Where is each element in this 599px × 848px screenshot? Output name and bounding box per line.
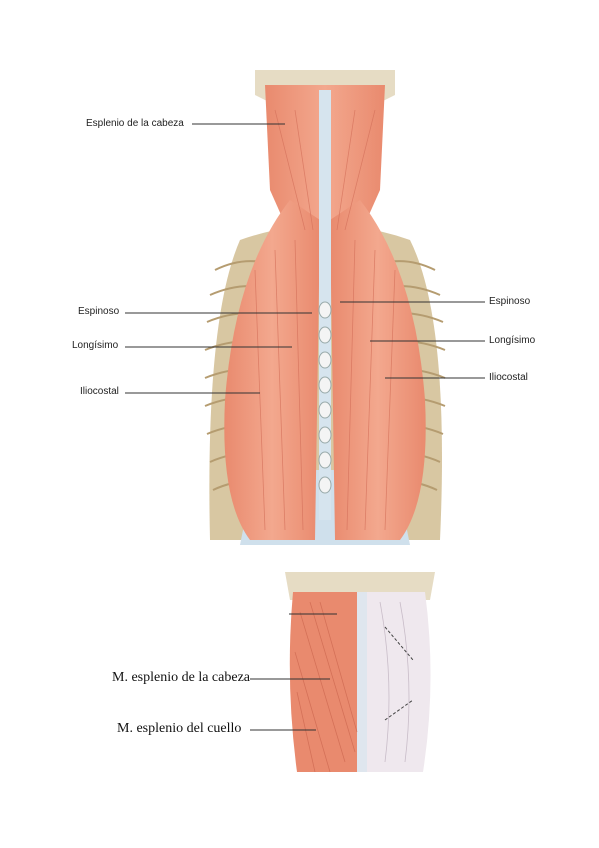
nuchal-ligament [357,592,367,772]
label-longisimo-right: Longísimo [489,335,536,346]
splenius-fibers [294,601,358,772]
label-iliocostal-right: Iliocostal [489,372,528,383]
label-iliocostal-left: Iliocostal [80,386,119,397]
right-fascia [363,592,431,772]
fascia-folds [379,601,410,763]
label-m-esplenio-cabeza: M. esplenio de la cabeza [112,670,250,685]
label-esplenio-cabeza: Esplenio de la cabeza [86,118,184,129]
muscle-fibers [254,109,396,531]
label-espinoso-left: Espinoso [78,306,120,317]
vertebrae [318,301,332,494]
erector-spinae-illustration [204,70,446,545]
left-splenius [289,592,363,772]
splenius-illustration [285,572,435,772]
label-espinoso-right: Espinoso [489,296,531,307]
label-longisimo-left: Longísimo [72,340,119,351]
label-m-esplenio-cuello: M. esplenio del cuello [117,721,242,736]
